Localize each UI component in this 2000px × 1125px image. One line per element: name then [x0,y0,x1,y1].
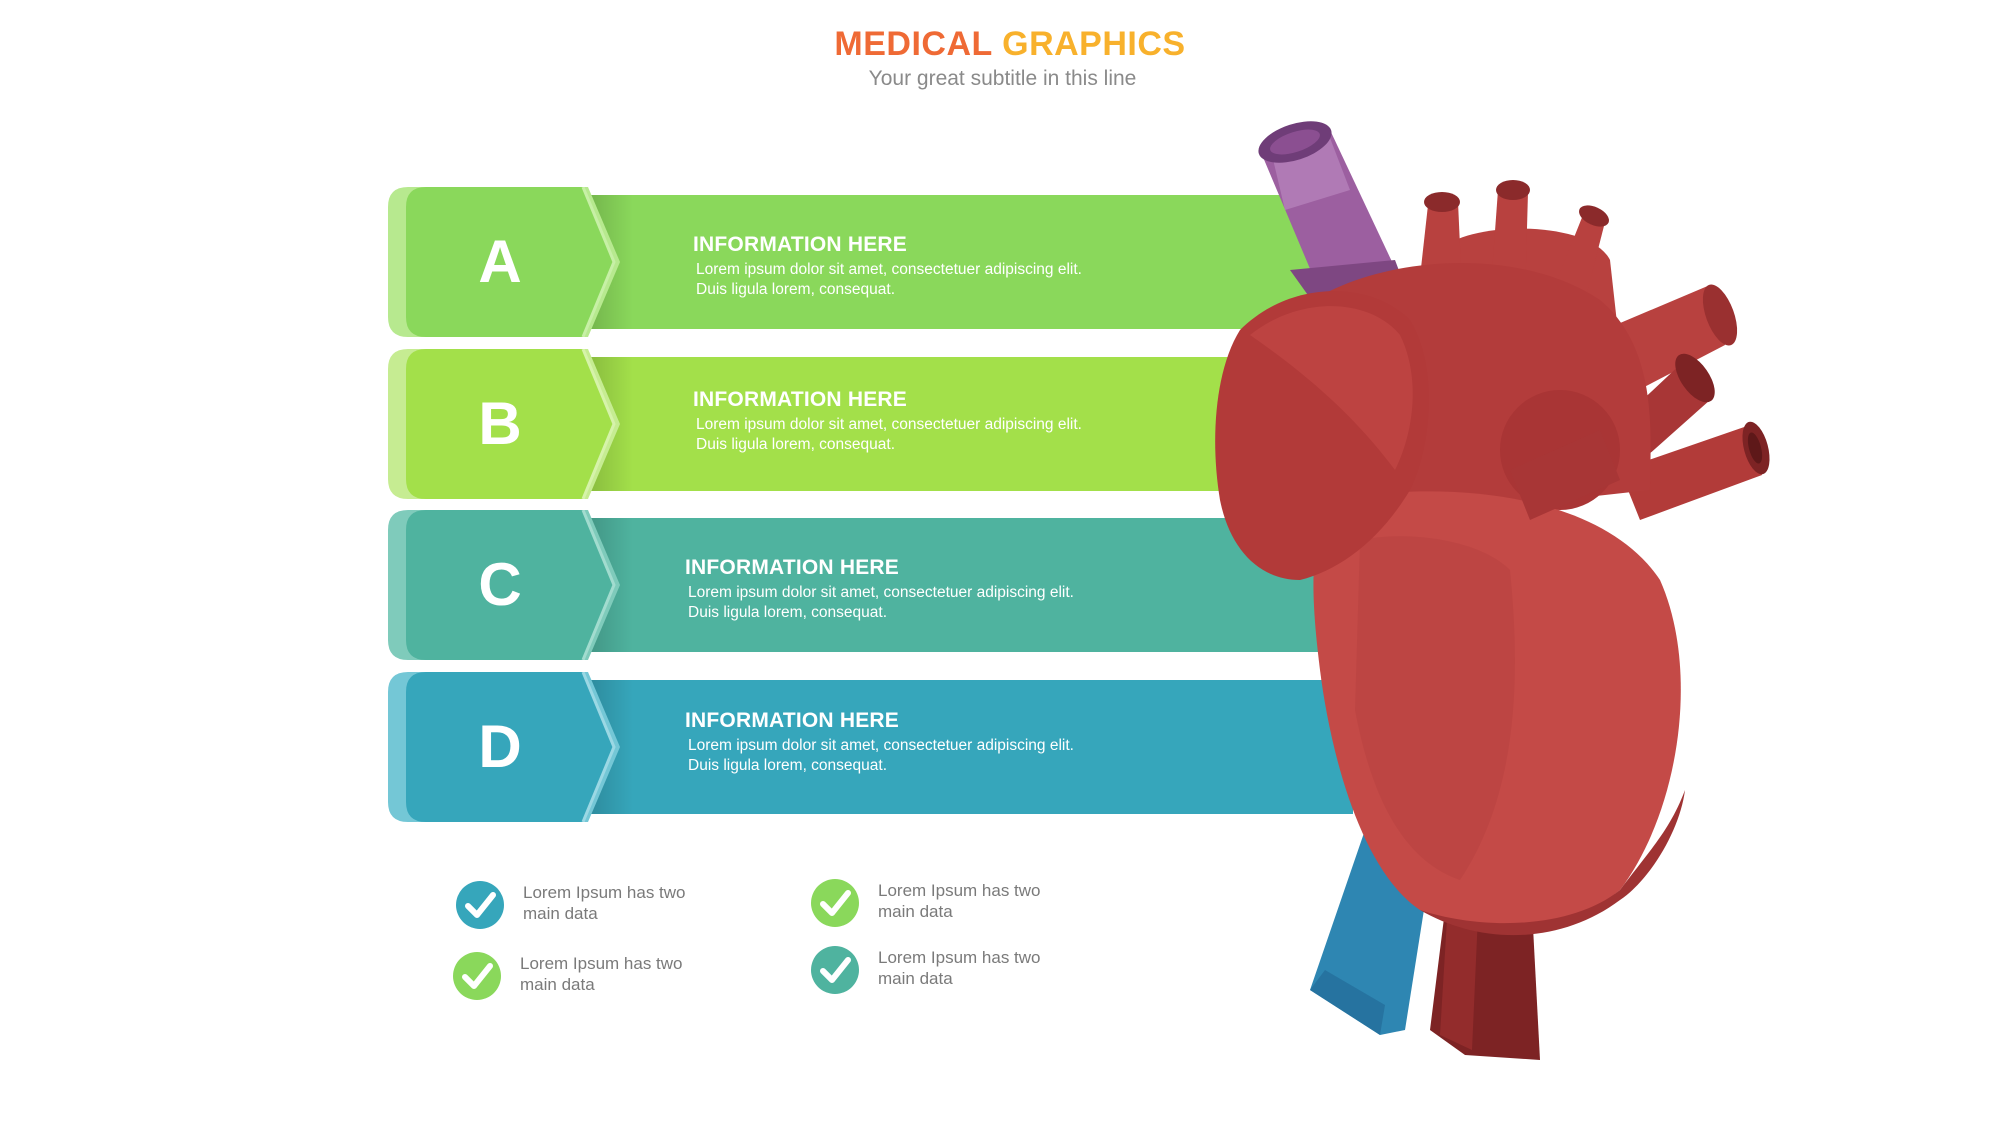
info-heading-d: INFORMATION HERE [685,709,899,732]
info-heading-a: INFORMATION HERE [693,233,907,256]
check-icon [811,879,859,927]
check-text-1-line1: Lorem Ipsum has two [523,883,686,902]
info-heading-b: INFORMATION HERE [693,388,907,411]
check-icon [811,946,859,994]
front-artery-stub [1510,430,1620,520]
check-icon [453,952,501,1000]
letter-tab-b: B [388,349,638,499]
info-text-d: INFORMATION HERE Lorem ipsum dolor sit a… [685,708,1074,776]
info-text-b: INFORMATION HERE Lorem ipsum dolor sit a… [693,387,1082,455]
letter-tab-d: D [388,672,638,822]
letter-tab-c: C [388,510,638,660]
page-subtitle: Your great subtitle in this line [868,67,1137,90]
check-text-1: Lorem Ipsum has two main data [523,882,723,924]
info-row-a: A INFORMATION HERE Lorem ipsum dolor sit… [388,187,1353,337]
header: MEDICAL GRAPHICS Your great subtitle in … [0,22,2000,92]
info-line2-b: Duis ligula lorem, consequat. [696,436,896,453]
check-text-4-line1: Lorem Ipsum has two [878,948,1041,967]
info-heading-c: INFORMATION HERE [685,556,899,579]
info-row-d: D INFORMATION HERE Lorem ipsum dolor sit… [388,672,1353,822]
info-band-c [573,518,1353,652]
info-text-a: INFORMATION HERE Lorem ipsum dolor sit a… [693,232,1082,300]
check-text-4-line2: main data [878,969,953,988]
check-text-3: Lorem Ipsum has two main data [878,880,1078,922]
ventricle-shade [1355,536,1515,880]
info-line2-c: Duis ligula lorem, consequat. [688,604,888,621]
info-line2-a: Duis ligula lorem, consequat. [696,281,896,298]
ventricle-bottom-shade [1420,790,1685,936]
row-letter-a: A [478,228,522,295]
letter-tab-a: A [388,187,638,337]
info-line1-b: Lorem ipsum dolor sit amet, consectetuer… [696,416,1082,433]
row-letter-b: B [478,390,522,457]
info-text-c: INFORMATION HERE Lorem ipsum dolor sit a… [685,555,1074,623]
check-icon [456,881,504,929]
right-atrium-highlight [1250,306,1413,470]
info-line2-d: Duis ligula lorem, consequat. [688,757,888,774]
check-text-2-line2: main data [520,975,595,994]
info-band-a [573,195,1353,329]
page-title: MEDICAL GRAPHICS [834,22,1185,66]
info-band-d [573,680,1353,814]
heart-illustration [1215,121,1770,1060]
title-part-2: GRAPHICS [1002,25,1186,63]
check-text-3-line1: Lorem Ipsum has two [878,881,1041,900]
info-line1-c: Lorem ipsum dolor sit amet, consectetuer… [688,584,1074,601]
info-line1-d: Lorem ipsum dolor sit amet, consectetuer… [688,737,1074,754]
info-line1-a: Lorem ipsum dolor sit amet, consectetuer… [696,261,1082,278]
row-letter-d: D [478,713,522,780]
check-text-4: Lorem Ipsum has two main data [878,947,1078,989]
info-row-c: C INFORMATION HERE Lorem ipsum dolor sit… [388,510,1353,660]
check-text-2-line1: Lorem Ipsum has two [520,954,683,973]
check-text-3-line2: main data [878,902,953,921]
check-text-2: Lorem Ipsum has two main data [520,953,720,995]
title-part-1: MEDICAL [834,25,993,63]
row-letter-c: C [478,551,522,618]
check-text-1-line2: main data [523,904,598,923]
